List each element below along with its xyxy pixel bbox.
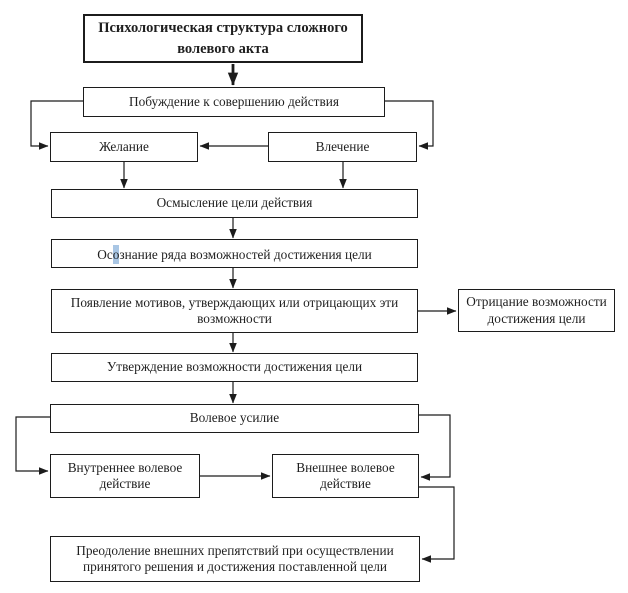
node-drive-label: Влечение — [315, 138, 370, 154]
node-desire: Желание — [50, 132, 198, 162]
node-volitional-effort: Волевое усилие — [50, 404, 419, 433]
node-denial-label: Отрицание возможности достижения цели — [466, 294, 607, 326]
node-affirmation: Утверждение возможности достижения цели — [51, 353, 418, 382]
node-title: Психологическая структура сложного волев… — [83, 14, 363, 63]
node-awareness-label-pre: Ос — [97, 247, 113, 262]
node-awareness: Осознание ряда возможностей достижения ц… — [51, 239, 418, 268]
node-internal-action: Внутреннее волевое действие — [50, 454, 200, 498]
arrow-impulse-to-drive — [385, 100, 434, 150]
node-denial: Отрицание возможности достижения цели — [458, 289, 615, 332]
node-impulse-label: Побуждение к совершению действия — [128, 93, 340, 109]
arrow-external-to-overcoming — [419, 486, 455, 563]
arrow-effort-to-internal — [15, 416, 50, 475]
node-external-action: Внешнее волевое действие — [272, 454, 419, 498]
node-internal-action-label: Внутреннее волевое действие — [67, 459, 183, 491]
node-awareness-label-post: знание ряда возможностей достижения цели — [119, 247, 372, 262]
node-motives-label: Появление мотивов, утверждающих или отри… — [70, 294, 399, 326]
node-goal-comprehension-label: Осмысление цели действия — [156, 195, 313, 211]
node-drive: Влечение — [268, 132, 417, 162]
node-impulse: Побуждение к совершению действия — [83, 87, 385, 117]
arrow-effort-to-external — [419, 414, 451, 481]
node-goal-comprehension: Осмысление цели действия — [51, 189, 418, 218]
arrow-impulse-to-desire — [30, 100, 83, 150]
diagram-title-label: Психологическая структура сложного волев… — [98, 20, 348, 57]
node-desire-label: Желание — [99, 138, 149, 154]
selected-character-highlight: о — [112, 245, 120, 264]
node-overcoming: Преодоление внешних препятствий при осущ… — [50, 536, 420, 582]
node-motives: Появление мотивов, утверждающих или отри… — [51, 289, 418, 333]
node-overcoming-label: Преодоление внешних препятствий при осущ… — [76, 542, 394, 574]
node-volitional-effort-label: Волевое усилие — [189, 410, 280, 426]
node-affirmation-label: Утверждение возможности достижения цели — [106, 359, 363, 375]
node-external-action-label: Внешнее волевое действие — [296, 459, 395, 491]
